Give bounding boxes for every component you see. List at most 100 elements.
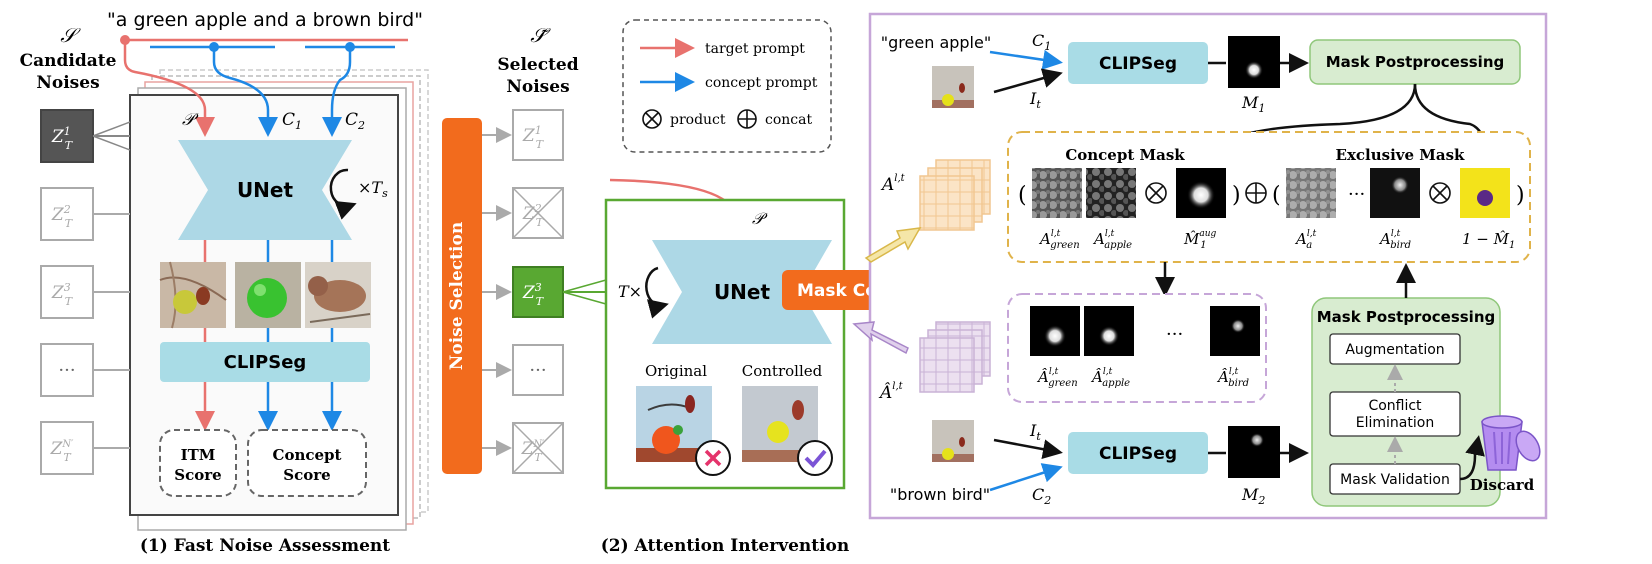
input-image-top	[932, 66, 974, 108]
unet-middle	[652, 240, 832, 344]
trash-icon	[1481, 415, 1541, 471]
mask-post-box-label: Mask Postprocessing	[1317, 308, 1496, 326]
svg-text:Z1T: Z1T	[522, 124, 545, 151]
generated-image-3	[305, 262, 371, 328]
svg-text:(: (	[1018, 183, 1027, 208]
mask-M1-aug	[1176, 168, 1226, 218]
unet-left	[178, 140, 352, 240]
brown-bird-prompt: "brown bird"	[890, 485, 990, 504]
label-C1-left: C1	[282, 110, 302, 132]
controlled-image	[742, 386, 818, 462]
selected-noise-dots: ···	[482, 344, 564, 396]
svg-text:Z3T: Z3T	[522, 281, 545, 308]
concept-score-2: Score	[283, 466, 330, 484]
loop-icon-mid	[645, 266, 669, 319]
input-image-bottom	[932, 420, 974, 462]
accept-icon	[797, 440, 833, 476]
original-image	[636, 386, 712, 462]
svg-text:Z2T: Z2T	[51, 203, 74, 230]
clipseg-bottom-label: CLIPSeg	[1099, 444, 1177, 464]
product-icon	[642, 109, 662, 129]
concept-mask-title: Concept Mask	[1065, 146, 1185, 164]
clipseg-top-label: CLIPSeg	[1099, 54, 1177, 74]
svg-text:···: ···	[529, 360, 546, 381]
candidate-noise-n: ZN′T	[40, 421, 130, 475]
svg-text:): )	[1232, 183, 1241, 208]
controlled-attention-stack	[919, 321, 991, 393]
concept-score-box	[247, 429, 367, 497]
attn-a	[1286, 168, 1336, 218]
discard-label: Discard	[1470, 476, 1535, 494]
candidate-label-2: Noises	[36, 73, 99, 93]
mask-M2	[1228, 426, 1280, 478]
attn-bird	[1370, 168, 1420, 218]
ellipsis-1: ···	[1348, 184, 1365, 205]
yellow-arrow	[864, 227, 922, 263]
noise-selection-label: Noise Selection	[447, 222, 467, 370]
times-Ts: ×Ts	[358, 178, 388, 200]
legend-concat: concat	[765, 112, 812, 128]
validation-label: Mask Validation	[1340, 472, 1450, 488]
candidate-label-1: Candidate	[20, 51, 117, 71]
loop-icon	[329, 168, 357, 220]
svg-text:Z3T: Z3T	[51, 281, 74, 308]
unet-middle-label: UNet	[714, 280, 771, 304]
conflict-label-1: Conflict	[1368, 398, 1422, 414]
concept-arrow-2	[322, 47, 352, 137]
caption-attention: (2) Attention Intervention	[601, 536, 850, 556]
concept-score-1: Concept	[273, 446, 342, 464]
selected-label-1: Selected	[497, 55, 578, 75]
unet-left-label: UNet	[237, 178, 294, 202]
clipseg-left	[160, 342, 370, 382]
noise-selection-bar	[442, 118, 482, 474]
ahat-bird	[1210, 306, 1260, 356]
prompt-text: "a green apple and a brown bird"	[107, 9, 423, 31]
green-apple-prompt: "green apple"	[881, 33, 991, 52]
reject-icon	[695, 440, 731, 476]
T-times: T×	[618, 282, 642, 301]
legend-target: target prompt	[705, 41, 805, 57]
controlled-label: Controlled	[742, 362, 823, 380]
selected-symbol: 𝒮̃	[530, 23, 551, 47]
selected-noise-n-crossed: ZN′T	[482, 422, 564, 474]
svg-text:): )	[1516, 183, 1525, 208]
svg-text:(: (	[1272, 183, 1281, 208]
mask-post-top-label: Mask Postprocessing	[1326, 53, 1505, 71]
concat-icon	[737, 109, 757, 129]
generated-image-2	[235, 262, 301, 328]
conflict-label-2: Elimination	[1356, 415, 1434, 431]
attn-green	[1032, 168, 1082, 218]
ellipsis-2: ···	[1166, 324, 1183, 345]
clipseg-left-label: CLIPSeg	[224, 352, 307, 373]
svg-text:Z2T: Z2T	[522, 202, 545, 229]
clipseg-bottom	[1068, 432, 1208, 474]
attention-map-stack	[919, 159, 991, 231]
clipseg-top	[1068, 42, 1208, 84]
label-C2-left: C2	[345, 110, 365, 132]
label-one-minus-M1: 1 − M̂1	[1462, 230, 1515, 251]
mask-composition-box	[1007, 131, 1531, 263]
candidate-noise-dots: ···	[40, 343, 130, 397]
legend-product: product	[670, 112, 726, 128]
legend-concept: concept prompt	[705, 75, 818, 91]
ahat-green	[1030, 306, 1080, 356]
candidate-symbol: 𝒮	[60, 23, 81, 47]
itm-score-2: Score	[174, 466, 221, 484]
exclusive-mask-image	[1460, 168, 1510, 218]
augmentation-label: Augmentation	[1345, 342, 1444, 358]
original-label: Original	[645, 362, 707, 380]
itm-score-1: ITM	[181, 446, 216, 464]
svg-text:···: ···	[58, 360, 75, 381]
purple-arrow	[852, 321, 909, 355]
ahat-apple	[1084, 306, 1134, 356]
exclusive-mask-title: Exclusive Mask	[1336, 146, 1466, 164]
